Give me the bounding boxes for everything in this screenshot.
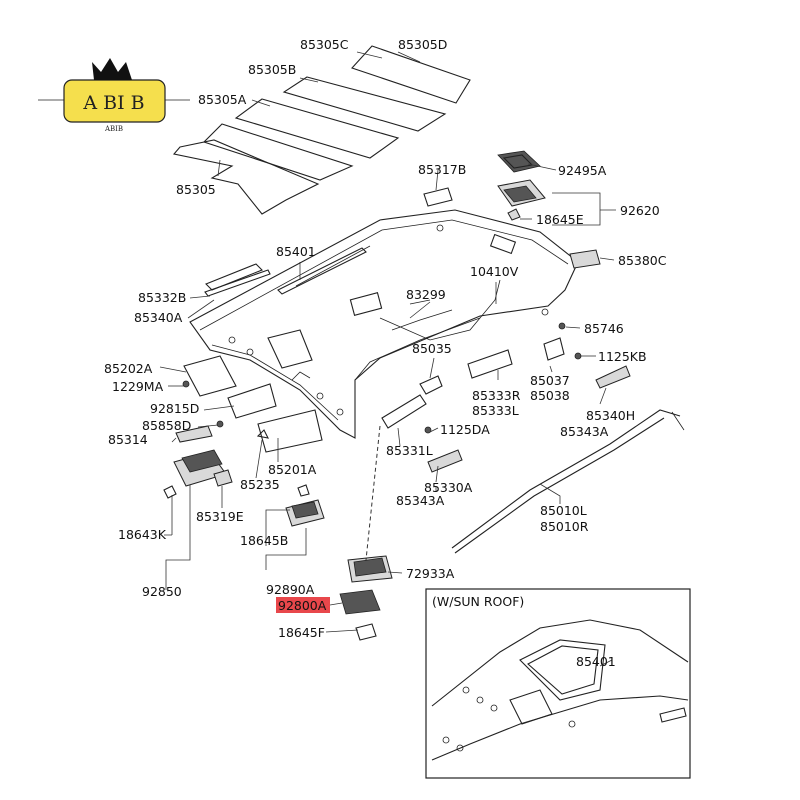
label-85317b: 85317B [418, 162, 466, 177]
label-92850: 92850 [142, 584, 182, 599]
label-1125kb: 1125KB [598, 349, 647, 364]
label-1125da: 1125DA [440, 422, 490, 437]
label-92815d: 92815D [150, 401, 199, 416]
label-18645e: 18645E [536, 212, 584, 227]
label-85343a-center: 85343A [396, 493, 445, 508]
label-85332b: 85332B [138, 290, 186, 305]
roof-panels [172, 45, 471, 215]
label-85333r: 85333R [472, 388, 521, 403]
headliner-main [189, 209, 579, 439]
label-18645b: 18645B [240, 533, 288, 548]
brand-logo: A BI B ABIB [38, 58, 190, 133]
label-85401: 85401 [276, 244, 316, 259]
label-85314: 85314 [108, 432, 148, 447]
label-10410v: 10410V [470, 264, 519, 279]
label-85333l: 85333L [472, 403, 519, 418]
label-85343a-right: 85343A [560, 424, 609, 439]
leader-lines [159, 51, 616, 633]
label-92890a: 92890A [266, 582, 315, 597]
label-85235: 85235 [240, 477, 280, 492]
label-92495a: 92495A [558, 163, 607, 178]
part-labels: 85305C 85305D 85305B 85305A 85305 85317B… [104, 37, 667, 640]
label-85010r: 85010R [540, 519, 589, 534]
label-85202a: 85202A [104, 361, 153, 376]
lamp-92495a [497, 150, 541, 173]
label-85858d: 85858D [142, 418, 191, 433]
label-85305d: 85305D [398, 37, 447, 52]
inset-title: (W/SUN ROOF) [432, 594, 524, 609]
label-18643k: 18643K [118, 527, 167, 542]
inset-frame [425, 588, 691, 779]
label-85319e: 85319E [196, 509, 244, 524]
label-85380c: 85380C [618, 253, 667, 268]
logo-subtext: ABIB [104, 125, 123, 133]
label-85201a: 85201A [268, 462, 317, 477]
label-85330a: 85330A [424, 480, 473, 495]
label-85401-inset: 85401 [576, 654, 616, 669]
label-85035: 85035 [412, 341, 452, 356]
label-83299: 83299 [406, 287, 446, 302]
label-85010l: 85010L [540, 503, 587, 518]
label-92800a: 92800A [278, 598, 327, 613]
logo-text: A BI B [82, 92, 144, 114]
label-85038: 85038 [530, 388, 570, 403]
label-85037: 85037 [530, 373, 570, 388]
label-85305: 85305 [176, 182, 216, 197]
lamp-92620 [497, 179, 546, 207]
label-18645f: 18645F [278, 625, 325, 640]
label-72933a: 72933A [406, 566, 455, 581]
crown-icon [92, 58, 132, 80]
label-1229ma: 1229MA [112, 379, 164, 394]
label-85305c: 85305C [300, 37, 349, 52]
label-85305b: 85305B [248, 62, 296, 77]
highlight-box-92800a [276, 597, 330, 613]
label-85305a: 85305A [198, 92, 247, 107]
label-85746: 85746 [584, 321, 624, 336]
inset-sunroof: (W/SUN ROOF) 85401 [425, 588, 691, 779]
label-85340a: 85340A [134, 310, 183, 325]
label-85340h: 85340H [586, 408, 635, 423]
label-92620: 92620 [620, 203, 660, 218]
label-85331l: 85331L [386, 443, 433, 458]
